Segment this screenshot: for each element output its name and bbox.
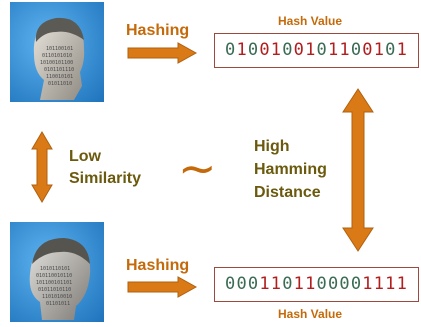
hash-bit: 0 [247,40,260,60]
hash-bit: 1 [305,274,317,294]
hash-bit: 0 [282,40,294,60]
hashing-label-bottom: Hashing [126,257,190,274]
svg-text:101100101101: 101100101101 [36,280,72,286]
high-hamming-line2: Hamming [254,161,327,178]
hash-bit: 1 [373,40,386,60]
svg-text:110010101: 110010101 [46,74,73,80]
similar-tilde-symbol: ~ [178,141,217,195]
svg-text:01011010: 01011010 [48,81,72,87]
hash-bit: 0 [236,274,248,294]
svg-text:1101010010: 1101010010 [42,294,72,300]
svg-text:10100101100: 10100101100 [40,60,73,66]
hash-bit: 0 [350,274,363,294]
low-similarity-line2: Similarity [69,170,142,187]
hash-bit: 1 [270,40,283,60]
hash-bit: 0 [350,40,363,60]
hash-bit: 0 [247,274,260,294]
hash-bit: 1 [236,40,248,60]
hash-bit: 1 [339,40,351,60]
svg-text:101100101: 101100101 [46,46,73,52]
hashing-label-top: Hashing [126,22,190,39]
hash-bit: 1 [270,274,283,294]
svg-text:01011010110: 01011010110 [38,287,71,293]
high-hamming-line3: Distance [254,184,321,201]
hash-bit: 0 [282,274,294,294]
up-down-arrow-icon [31,131,53,208]
hash-bits-top: 0100100101100101 [225,42,408,59]
hash-bit: 1 [362,274,374,294]
hash-bit: 1 [327,40,340,60]
hash-value-box-bottom: 0001101100001111 [214,267,419,302]
hash-bit: 0 [339,274,351,294]
hash-bit: 0 [385,40,397,60]
hash-bit: 1 [385,274,397,294]
hash-bit: 0 [225,40,237,60]
hash-value-caption-bottom: Hash Value [278,307,343,321]
hash-bit: 1 [259,274,271,294]
hash-bit: 0 [259,40,271,60]
svg-text:010110010110: 010110010110 [36,273,72,279]
hash-bit: 1 [373,274,386,294]
high-hamming-line1: High [254,138,290,155]
hash-bits-bottom: 0001101100001111 [225,276,408,293]
svg-text:0110101010: 0110101010 [42,53,72,59]
right-arrow-icon-bottom [126,276,198,303]
hash-bit: 0 [327,274,340,294]
hash-bit: 0 [293,40,306,60]
svg-text:1010110101: 1010110101 [40,266,70,272]
hash-bit: 1 [305,40,317,60]
hash-value-box-top: 0100100101100101 [214,33,419,68]
hash-bit: 0 [316,40,328,60]
svg-text:0101101110: 0101101110 [44,67,74,73]
svg-text:01101011: 01101011 [46,301,70,307]
hash-bit: 1 [396,40,408,60]
face-image-bottom: 1010110101 010110010110 101100101101 010… [10,222,104,322]
low-similarity-line1: Low [69,148,101,165]
hash-bit: 0 [316,274,328,294]
hash-value-caption-top: Hash Value [278,14,343,28]
vertical-double-arrow-icon [342,88,374,257]
right-arrow-icon-top [126,42,198,69]
hash-bit: 1 [293,274,306,294]
hash-bit: 1 [396,274,408,294]
hash-bit: 0 [225,274,237,294]
face-image-top: 101100101 0110101010 10100101100 0101101… [10,2,104,102]
hash-bit: 0 [362,40,374,60]
